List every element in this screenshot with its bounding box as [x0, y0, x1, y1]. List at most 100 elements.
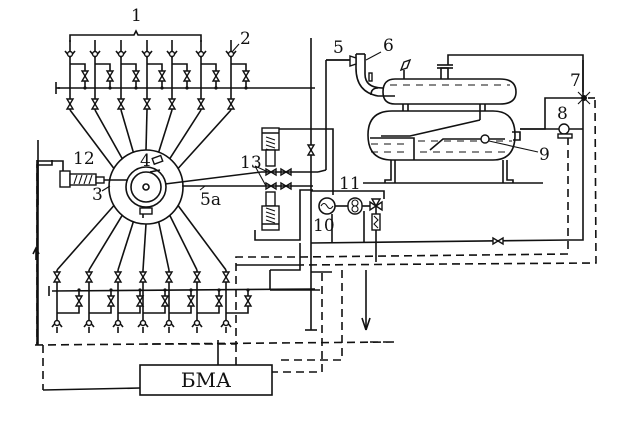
distributor-spoke — [157, 109, 173, 153]
distributor-spoke — [157, 221, 170, 271]
return-line — [310, 60, 584, 244]
gate-valve-icon — [243, 295, 253, 307]
gate-valve-icon — [157, 70, 167, 82]
upper-branch — [89, 40, 123, 160]
label-5a: 5a — [200, 190, 221, 210]
label-6: 6 — [383, 36, 394, 56]
distributor-spoke — [94, 109, 123, 160]
gate-valve-icon — [182, 70, 192, 82]
gate-valve-icon — [226, 98, 236, 110]
leader-3 — [101, 185, 111, 192]
valve-line-13 — [254, 165, 318, 187]
distributor-spoke — [169, 109, 202, 160]
gate-valve-icon — [105, 70, 115, 82]
inlet-nozzle-icon — [166, 50, 178, 59]
outlet-nozzle-icon — [137, 319, 149, 328]
lower-branch — [83, 214, 123, 333]
gate-valve-icon — [138, 271, 148, 283]
upper-branch — [115, 40, 141, 153]
distributor-spoke — [120, 109, 135, 153]
gate-valve-icon — [196, 98, 206, 110]
gate-valve-icon — [492, 236, 504, 246]
bma-label: БМА — [181, 368, 231, 392]
gate-valve-icon — [221, 271, 231, 283]
upper-branch — [169, 40, 221, 160]
label-8: 8 — [557, 104, 568, 124]
safety-valve-icon — [399, 58, 412, 79]
inlet-nozzle-icon — [195, 50, 207, 59]
label-3: 3 — [92, 185, 103, 205]
gate-valve-icon — [241, 70, 251, 82]
gate-valve-icon — [65, 98, 75, 110]
upper-branch — [177, 40, 251, 170]
outlet-nozzle-icon — [83, 319, 95, 328]
lower-branch — [51, 204, 115, 333]
gate-valve-icon — [167, 98, 177, 110]
bma-control-block — [139, 364, 273, 396]
distributor-arm — [149, 169, 161, 173]
position-sensor-icon — [151, 154, 164, 166]
label-2: 2 — [240, 29, 251, 49]
solenoid-valve-upper — [261, 127, 313, 167]
steam-drum — [370, 78, 517, 105]
upper-branch — [157, 40, 192, 153]
motor-icon — [318, 197, 336, 215]
outlet-nozzle-icon — [51, 319, 63, 328]
separator-tank — [367, 97, 583, 161]
lower-branch — [177, 205, 253, 333]
distributor-spoke — [142, 223, 147, 271]
label-7: 7 — [570, 71, 581, 91]
gate-valve-icon — [135, 295, 145, 307]
gate-valve-icon — [131, 70, 141, 82]
control-signal-lines — [34, 99, 597, 391]
ejector-nozzle-6 — [326, 53, 395, 97]
pump-loop — [311, 190, 385, 242]
bottom-sensor-icon — [139, 207, 153, 218]
lower-branch — [137, 223, 170, 333]
upper-branch-brace — [69, 29, 202, 42]
flow-arrow-left — [32, 246, 40, 260]
gate-valve-icon — [116, 98, 126, 110]
outlet-lines — [164, 171, 262, 191]
gate-valve-icon — [90, 98, 100, 110]
distributor-spoke — [169, 214, 198, 271]
inlet-nozzle-icon — [225, 50, 237, 59]
outlet-nozzle-icon — [220, 319, 232, 328]
distributor-spoke — [69, 109, 115, 169]
label-4: 4 — [140, 151, 151, 171]
leader-6 — [365, 51, 382, 61]
distributor-spoke — [177, 205, 227, 271]
label-5: 5 — [333, 38, 344, 58]
gate-valve-icon — [80, 70, 90, 82]
gate-valve-icon — [74, 295, 84, 307]
lower-branch — [157, 221, 196, 333]
distributor-spoke — [177, 109, 232, 170]
drum-top-nozzle — [437, 54, 584, 92]
outlet-nozzle-icon — [112, 319, 124, 328]
gate-valve-icon — [160, 295, 170, 307]
upper-branch — [141, 40, 167, 151]
label-11: 11 — [339, 174, 361, 194]
junction-node-7 — [577, 91, 595, 105]
gate-valve-icon — [192, 271, 202, 283]
gate-valve-icon — [84, 271, 94, 283]
gate-valve-icon — [113, 271, 123, 283]
distributor-spoke — [145, 109, 148, 151]
label-13: 13 — [240, 153, 262, 173]
lower-branch — [112, 221, 145, 333]
label-12: 12 — [73, 149, 95, 169]
inlet-nozzle-icon — [115, 50, 127, 59]
gate-valve-icon — [306, 144, 316, 156]
three-way-valve-icon — [369, 198, 383, 262]
gate-valve-icon — [186, 295, 196, 307]
gate-valve-icon — [106, 295, 116, 307]
main-riser — [305, 38, 350, 331]
level-sensor-8 — [557, 123, 573, 139]
distributor-spoke — [88, 214, 123, 271]
lower-manifold — [48, 286, 316, 296]
label-9: 9 — [539, 145, 550, 165]
inlet-nozzle-icon — [89, 50, 101, 59]
label-10: 10 — [313, 216, 335, 236]
outlet-nozzle-icon — [191, 319, 203, 328]
